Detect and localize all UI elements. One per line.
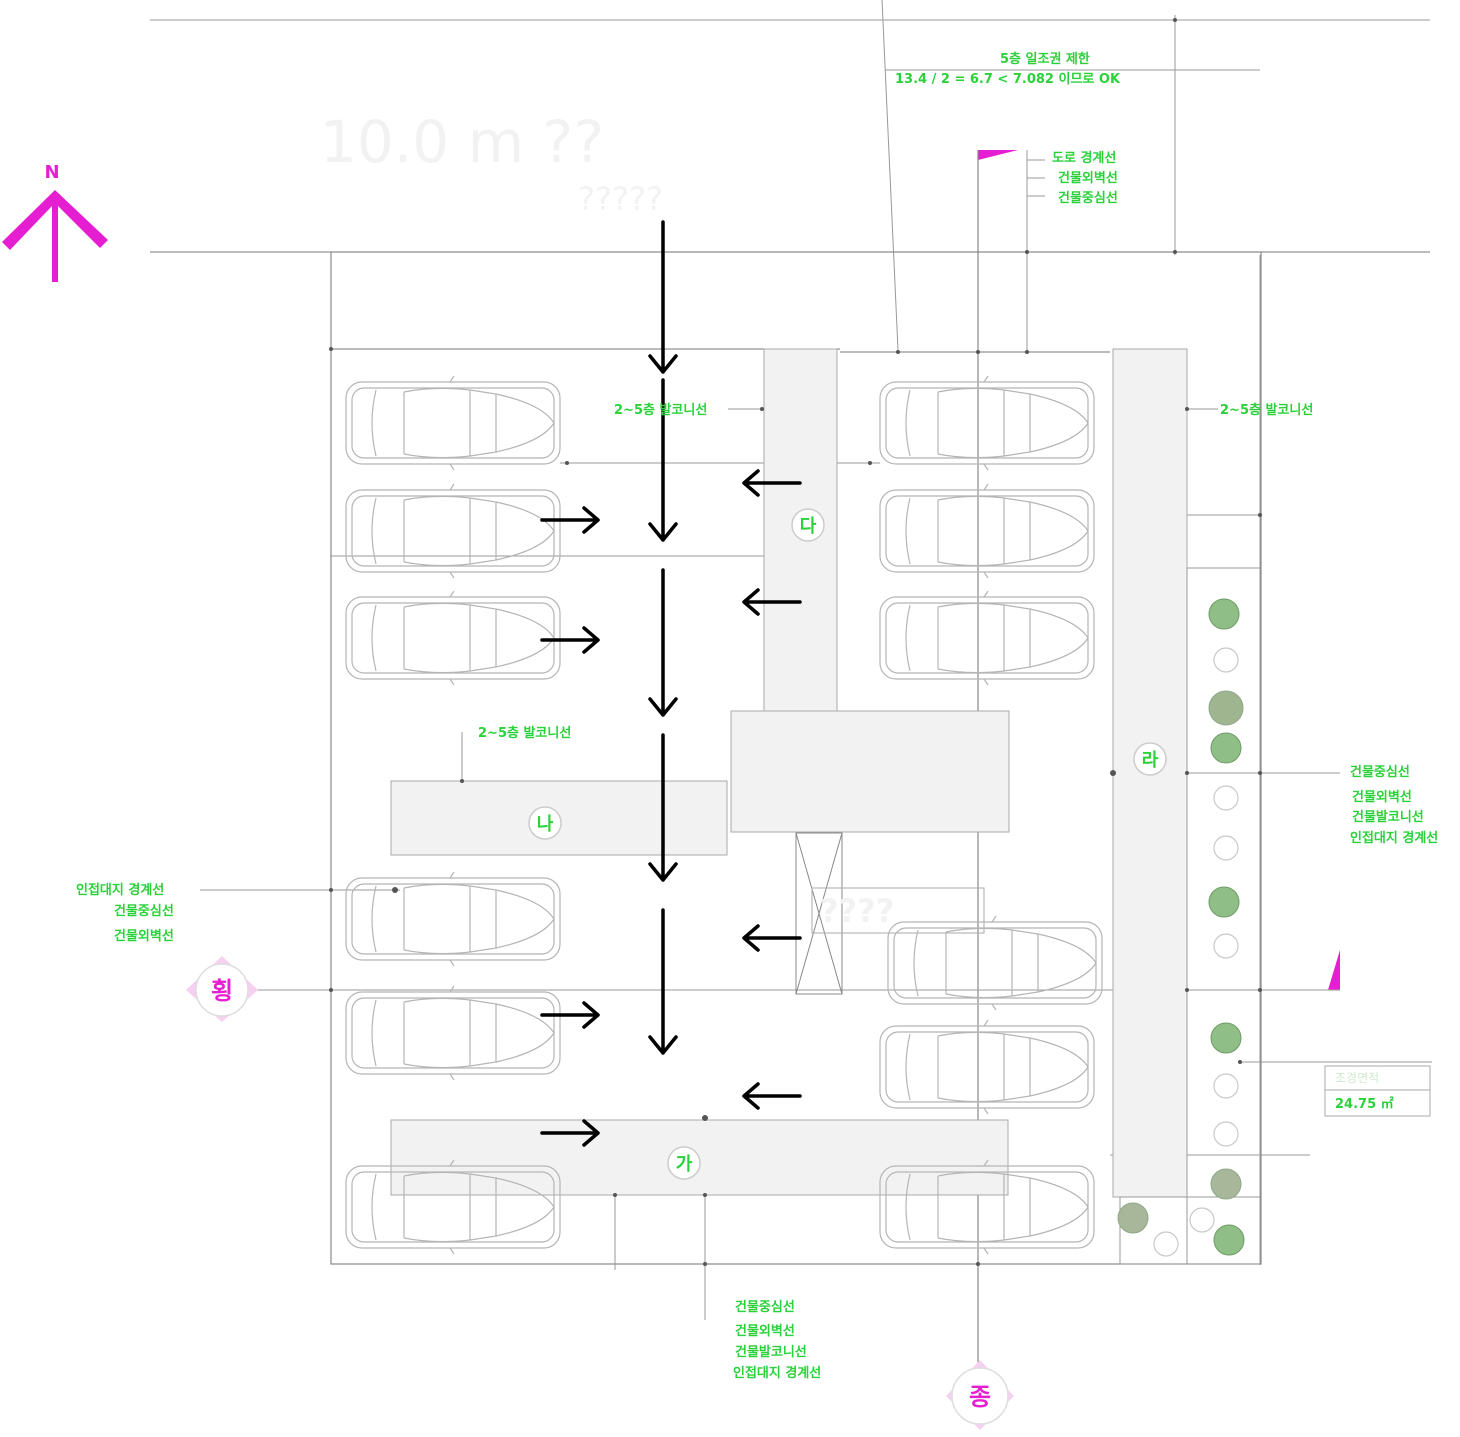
- label-centerline-west: 건물중심선: [114, 903, 174, 919]
- parking-space-car-icon: [345, 375, 561, 471]
- label-centerline-south: 건물중심선: [735, 1299, 795, 1315]
- tree-icon: [1117, 598, 1245, 1257]
- svg-text:라: 라: [1142, 750, 1159, 771]
- label-balcony-south: 건물발코니선: [735, 1344, 807, 1360]
- parking-space-car-icon: [879, 1019, 1095, 1115]
- slanted-setback-line: [881, 0, 899, 351]
- parking-space-car-icon: [345, 483, 561, 579]
- label-adjacent-boundary-west: 인접대지 경계선: [76, 882, 164, 898]
- parking-space-car-icon: [879, 483, 1095, 579]
- parking-space-car-icon: [345, 871, 561, 967]
- svg-text:다: 다: [800, 516, 817, 537]
- scale-title-ghost: 10.0 m ??: [320, 108, 604, 176]
- scale-subtitle-ghost: ?????: [578, 180, 663, 218]
- stair-label-ghost: ????: [820, 892, 894, 930]
- flow-arrow-icon: [742, 469, 802, 1110]
- parking-space-car-icon: [345, 985, 561, 1081]
- setback-check-title: 5층 일조권 제한: [1000, 51, 1090, 67]
- setback-check-formula: 13.4 / 2 = 6.7 < 7.082 이므로 OK: [895, 71, 1121, 87]
- landscape-area-box: 조경면적 24.75 ㎡: [1240, 1061, 1432, 1117]
- parking-space-car-icon: [879, 590, 1095, 686]
- parking-space-car-icon: [879, 375, 1095, 471]
- svg-text:조경면적: 조경면적: [1335, 1071, 1379, 1085]
- parking-space-car-icon: [887, 915, 1103, 1011]
- site-boundary: [330, 251, 1262, 1265]
- north-section-flag-icon: [978, 150, 1018, 160]
- zone-marker-ra: 라: [1133, 742, 1167, 776]
- label-balcony-middle: 2~5층 발코니선: [478, 725, 571, 741]
- flow-arrow-icon: [540, 506, 600, 1147]
- longitudinal-section-marker: 종: [946, 1360, 1014, 1430]
- svg-text:N: N: [44, 162, 59, 183]
- label-outer-wall-west: 건물외벽선: [114, 928, 174, 944]
- zone-marker-ga: 가: [667, 1146, 701, 1180]
- label-centerline-north: 건물중심선: [1058, 190, 1118, 206]
- core-slab: [730, 710, 1010, 833]
- svg-text:가: 가: [676, 1154, 693, 1175]
- label-balcony-east: 건물발코니선: [1352, 809, 1424, 825]
- landscape-area-value: 24.75 ㎡: [1335, 1096, 1394, 1112]
- label-outer-wall-east: 건물외벽선: [1352, 789, 1412, 805]
- dimension-nodes: [329, 18, 1262, 1266]
- east-section-flag-icon: [1328, 950, 1340, 990]
- label-adjacent-boundary-south: 인접대지 경계선: [733, 1365, 821, 1381]
- svg-text:횡: 횡: [211, 977, 233, 1005]
- label-centerline-east: 건물중심선: [1350, 764, 1410, 780]
- stair-core: [795, 832, 985, 995]
- label-outer-wall-north: 건물외벽선: [1058, 170, 1118, 186]
- label-balcony-top-right: 2~5층 발코니선: [1220, 402, 1313, 418]
- zone-marker-da: 다: [791, 508, 825, 542]
- cross-section-marker: 횡: [186, 956, 258, 1022]
- flow-arrow-icon: [648, 220, 678, 1055]
- label-adjacent-boundary-east: 인접대지 경계선: [1350, 830, 1438, 846]
- label-outer-wall-south: 건물외벽선: [735, 1323, 795, 1339]
- svg-text:종: 종: [969, 1383, 991, 1411]
- zone-marker-na: 나: [528, 806, 562, 840]
- label-balcony-top-left: 2~5층 발코니선: [614, 402, 707, 418]
- parking-space-car-icon: [345, 590, 561, 686]
- svg-text:나: 나: [537, 814, 554, 835]
- north-arrow-icon: N: [2, 162, 108, 282]
- label-road-boundary: 도로 경계선: [1052, 150, 1116, 166]
